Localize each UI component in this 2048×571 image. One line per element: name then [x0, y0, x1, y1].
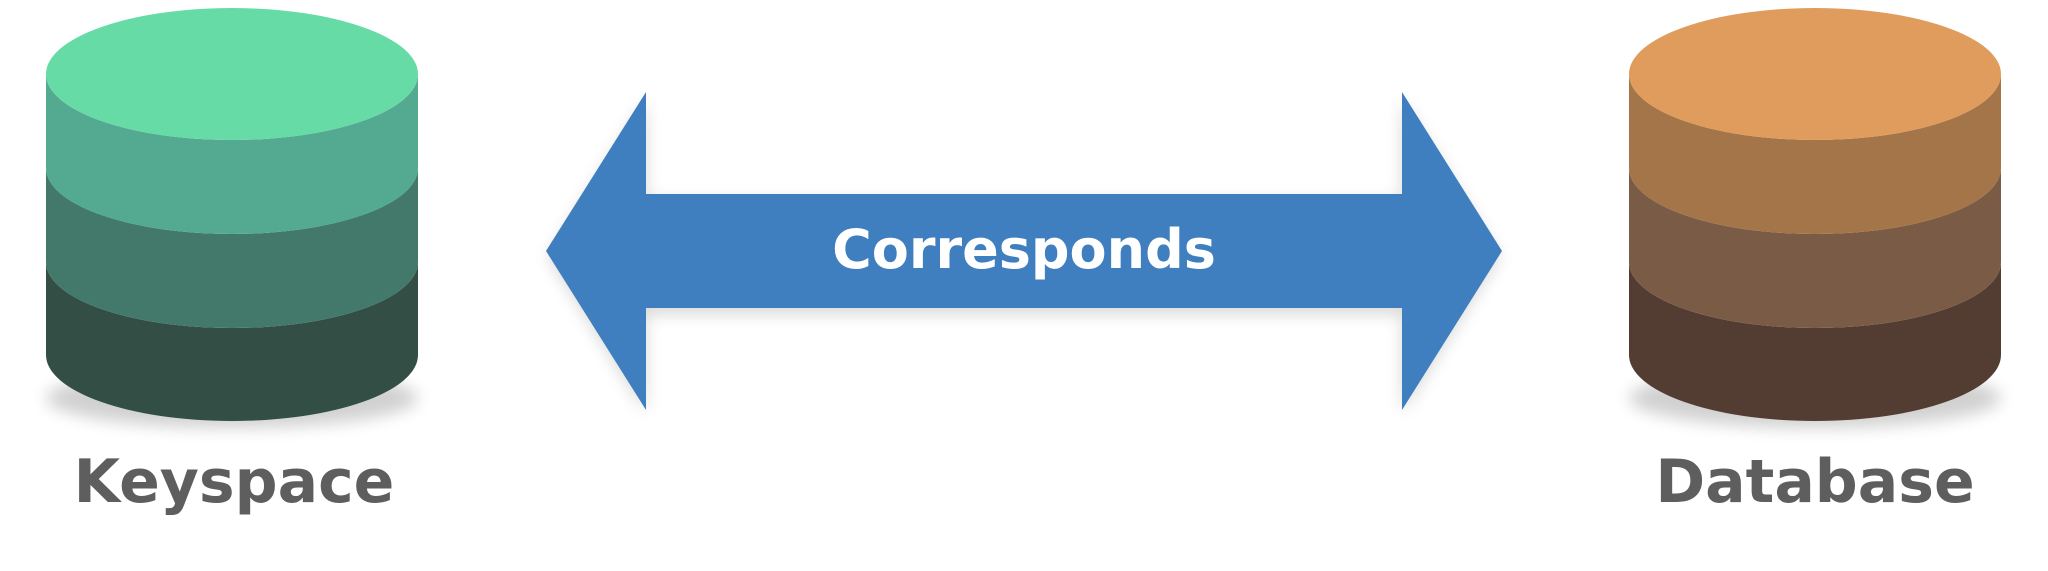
keyspace-layer-lower: [46, 168, 418, 328]
database-top: [1629, 8, 2001, 140]
arrow-label: Corresponds: [832, 218, 1216, 281]
keyspace-layer-bottom: [46, 262, 418, 421]
keyspace-label: Keyspace: [74, 447, 395, 517]
keyspace-top: [46, 8, 418, 140]
double-arrow-shape: [546, 92, 1502, 410]
keyspace-layer-upper: [46, 74, 418, 234]
database-layer-upper: [1629, 74, 2001, 234]
database-cylinder: [1629, 8, 2001, 428]
corresponds-arrow: Corresponds: [546, 92, 1502, 414]
database-layer-lower: [1629, 168, 2001, 328]
keyspace-cylinder: [46, 8, 418, 428]
database-label: Database: [1655, 447, 1974, 517]
database-layer-bottom: [1629, 262, 2001, 421]
